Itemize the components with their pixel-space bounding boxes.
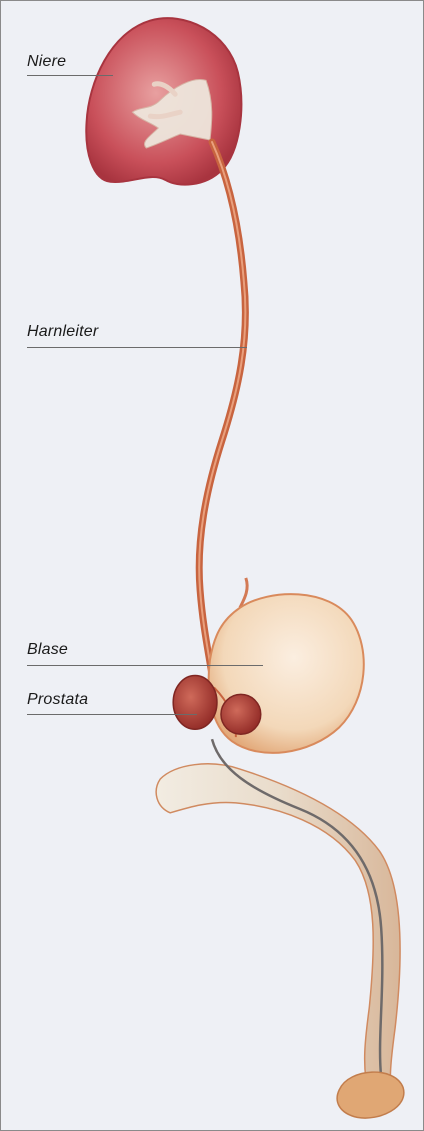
ureter bbox=[199, 142, 247, 687]
leader-line-niere bbox=[27, 75, 113, 76]
label-blase: Blase bbox=[27, 641, 68, 659]
label-harnleiter: Harnleiter bbox=[27, 323, 98, 341]
label-prostata: Prostata bbox=[27, 691, 88, 709]
leader-line-harnleiter bbox=[27, 347, 247, 348]
urethra bbox=[156, 739, 404, 1118]
label-niere: Niere bbox=[27, 53, 66, 71]
leader-line-prostata bbox=[27, 714, 197, 715]
leader-line-blase bbox=[27, 665, 263, 666]
